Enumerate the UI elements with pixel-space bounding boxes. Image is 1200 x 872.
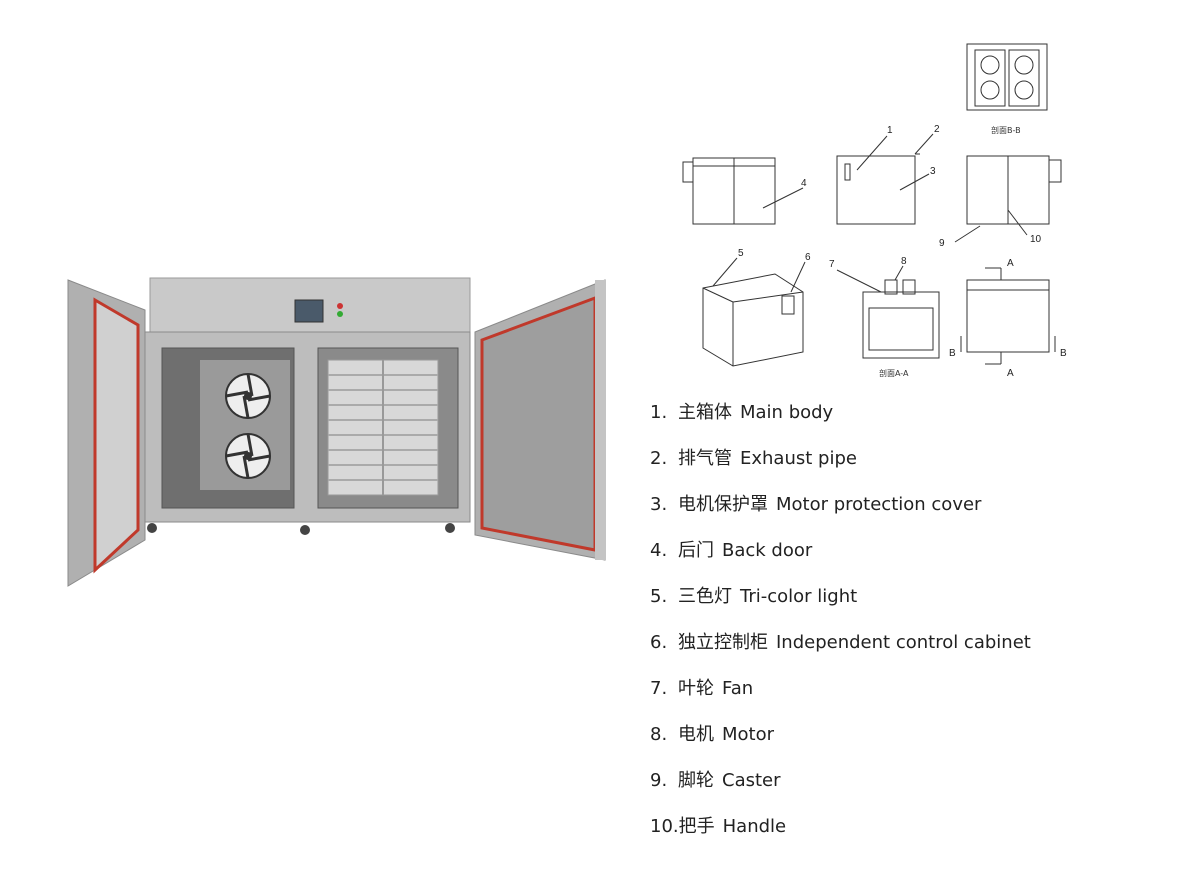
callout-4: 4 (801, 178, 807, 189)
part-number: 5. (650, 586, 668, 607)
part-name-en: Motor (722, 724, 775, 745)
part-number: 4. (650, 540, 668, 561)
part-name-en: Tri-color light (740, 586, 858, 607)
caption-aa: 剖面A-A (879, 368, 909, 378)
list-item: 9. 脚轮 Caster (650, 766, 1031, 812)
caption-bb: 剖面B-B (991, 125, 1021, 135)
section-bb-view: 剖面B-B (966, 43, 1048, 135)
part-name-cn: 主箱体 (678, 402, 732, 423)
part-name-cn: 后门 (678, 540, 714, 561)
list-item: 6. 独立控制柜 Independent control cabinet (650, 628, 1031, 674)
part-number: 2. (650, 448, 668, 469)
part-name-cn: 排气管 (678, 448, 732, 469)
callout-2: 2 (934, 124, 940, 135)
part-number: 10. (650, 816, 679, 837)
front-view: 4 (682, 157, 807, 225)
callout-8: 8 (901, 256, 907, 267)
list-item: 8. 电机 Motor (650, 720, 1031, 766)
section-mark-a-top: A (1007, 258, 1014, 269)
part-name-en: Exhaust pipe (740, 448, 857, 469)
part-name-cn: 独立控制柜 (678, 632, 768, 653)
isometric-view: 5 6 (702, 248, 811, 367)
list-item: 1. 主箱体 Main body (650, 398, 1031, 444)
part-name-en: Motor protection cover (776, 494, 982, 515)
part-name-en: Independent control cabinet (776, 632, 1031, 653)
part-number: 1. (650, 402, 668, 423)
callout-10: 10 (1030, 234, 1042, 245)
part-name-en: Main body (740, 402, 834, 423)
callout-7: 7 (829, 259, 835, 270)
section-mark-b-right: B (1060, 348, 1067, 359)
part-name-cn: 把手 (678, 816, 715, 837)
part-name-en: Caster (722, 770, 781, 791)
part-name-cn: 电机 (678, 724, 714, 745)
part-number: 8. (650, 724, 668, 745)
section-mark-b-left: B (949, 348, 956, 359)
part-name-en: Handle (722, 816, 787, 837)
part-name-en: Fan (722, 678, 754, 699)
part-number: 7. (650, 678, 668, 699)
callout-9: 9 (939, 238, 945, 249)
side-view: 1 2 3 (836, 124, 940, 225)
plan-view: A A B B (949, 258, 1067, 379)
machine-photo (67, 277, 606, 587)
touch-screen (294, 299, 324, 323)
rear-view: 9 10 (939, 155, 1062, 249)
part-number: 9. (650, 770, 668, 791)
list-item: 7. 叶轮 Fan (650, 674, 1031, 720)
callout-5: 5 (738, 248, 744, 259)
part-name-en: Back door (722, 540, 813, 561)
technical-drawings: 剖面B-B 4 1 2 3 9 10 5 6 (682, 43, 1067, 379)
list-item: 2. 排气管 Exhaust pipe (650, 444, 1031, 490)
list-item: 5. 三色灯 Tri-color light (650, 582, 1031, 628)
fan-icon (225, 373, 271, 419)
callout-6: 6 (805, 252, 811, 263)
section-aa-view: 7 8 剖面A-A (829, 256, 940, 378)
list-item: 4. 后门 Back door (650, 536, 1031, 582)
part-name-cn: 三色灯 (678, 586, 732, 607)
part-name-cn: 电机保护罩 (678, 494, 768, 515)
callout-3: 3 (930, 166, 936, 177)
section-mark-a-bottom: A (1007, 368, 1014, 379)
part-name-cn: 叶轮 (678, 678, 714, 699)
part-number: 3. (650, 494, 668, 515)
part-name-cn: 脚轮 (678, 770, 714, 791)
parts-list: 1. 主箱体 Main body 2. 排气管 Exhaust pipe 3. 电机保护罩… (650, 398, 1031, 858)
callout-1: 1 (887, 125, 893, 136)
part-number: 6. (650, 632, 668, 653)
fan-icon (225, 433, 271, 479)
list-item: 10.把手 Handle (650, 812, 1031, 858)
list-item: 3. 电机保护罩 Motor protection cover (650, 490, 1031, 536)
